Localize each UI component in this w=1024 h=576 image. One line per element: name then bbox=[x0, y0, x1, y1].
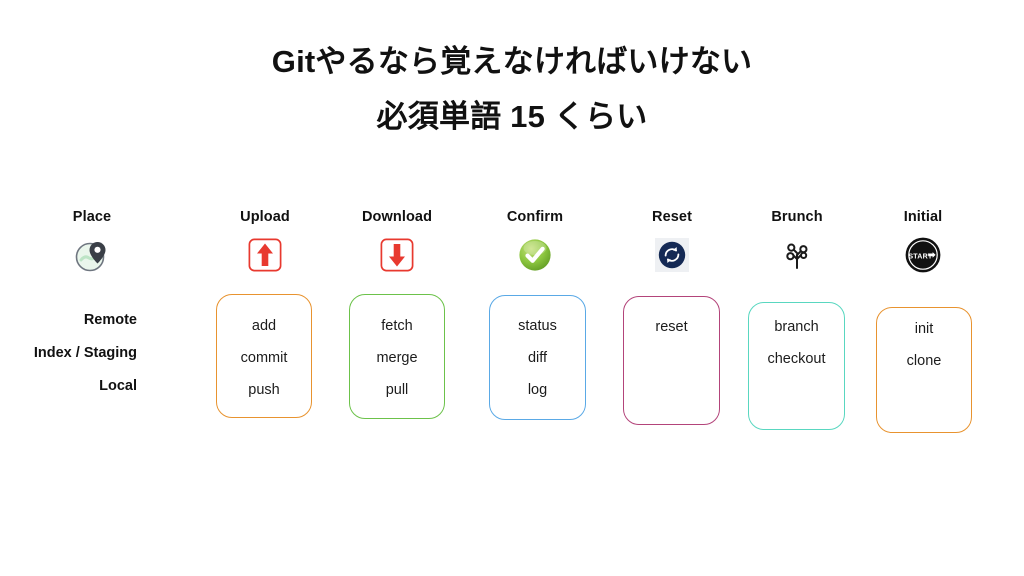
column-header-download: Download bbox=[322, 210, 472, 275]
row-label-remote: Remote bbox=[83, 312, 137, 328]
command-reset[interactable]: reset bbox=[655, 319, 688, 335]
command-box-initial[interactable]: init clone bbox=[876, 307, 972, 433]
command-box-reset[interactable]: reset bbox=[623, 296, 720, 425]
download-arrow-icon bbox=[322, 235, 472, 275]
start-badge-text: START bbox=[908, 252, 933, 260]
command-box-brunch[interactable]: branch checkout bbox=[748, 302, 845, 430]
column-header-brunch: Brunch bbox=[722, 210, 872, 275]
column-label-initial: Initial bbox=[903, 209, 943, 225]
column-header-place: Place bbox=[17, 210, 167, 275]
column-label-reset: Reset bbox=[652, 209, 692, 225]
command-pull[interactable]: pull bbox=[385, 382, 409, 398]
command-diff[interactable]: diff bbox=[527, 350, 548, 366]
command-init[interactable]: init bbox=[914, 321, 934, 337]
map-pin-icon bbox=[17, 235, 167, 275]
column-label-place: Place bbox=[72, 209, 112, 225]
command-status[interactable]: status bbox=[518, 318, 557, 334]
command-box-upload[interactable]: add commit push bbox=[216, 294, 312, 418]
git-branch-icon bbox=[722, 235, 872, 275]
refresh-circle-icon bbox=[597, 235, 747, 275]
command-box-confirm[interactable]: status diff log bbox=[489, 295, 586, 420]
upload-arrow-icon bbox=[190, 235, 340, 275]
command-branch[interactable]: branch bbox=[774, 319, 819, 335]
command-add[interactable]: add bbox=[251, 318, 277, 334]
check-circle-icon bbox=[460, 235, 610, 275]
command-commit[interactable]: commit bbox=[240, 350, 288, 366]
column-header-initial: Initial START bbox=[848, 210, 998, 275]
column-header-confirm: Confirm bbox=[460, 210, 610, 275]
command-fetch[interactable]: fetch bbox=[381, 318, 413, 334]
page-title: Gitやるなら覚えなければいけない 必須単語 15 くらい bbox=[0, 34, 1024, 144]
command-box-download[interactable]: fetch merge pull bbox=[349, 294, 445, 419]
row-label-index-staging: Index / Staging bbox=[33, 345, 137, 361]
start-badge-icon: START bbox=[848, 235, 998, 275]
column-label-brunch: Brunch bbox=[771, 209, 823, 225]
column-header-upload: Upload bbox=[190, 210, 340, 275]
column-label-download: Download bbox=[361, 209, 433, 225]
title-line-1: Gitやるなら覚えなければいけない bbox=[271, 44, 753, 79]
row-label-local: Local bbox=[99, 378, 137, 394]
column-header-reset: Reset bbox=[597, 210, 747, 275]
command-checkout[interactable]: checkout bbox=[767, 351, 826, 367]
command-clone[interactable]: clone bbox=[906, 353, 942, 369]
command-merge[interactable]: merge bbox=[376, 350, 418, 366]
title-line-2: 必須単語 15 くらい bbox=[376, 99, 648, 135]
column-label-confirm: Confirm bbox=[506, 209, 564, 225]
column-label-upload: Upload bbox=[240, 209, 290, 225]
command-log[interactable]: log bbox=[527, 382, 548, 398]
command-push[interactable]: push bbox=[248, 382, 280, 398]
